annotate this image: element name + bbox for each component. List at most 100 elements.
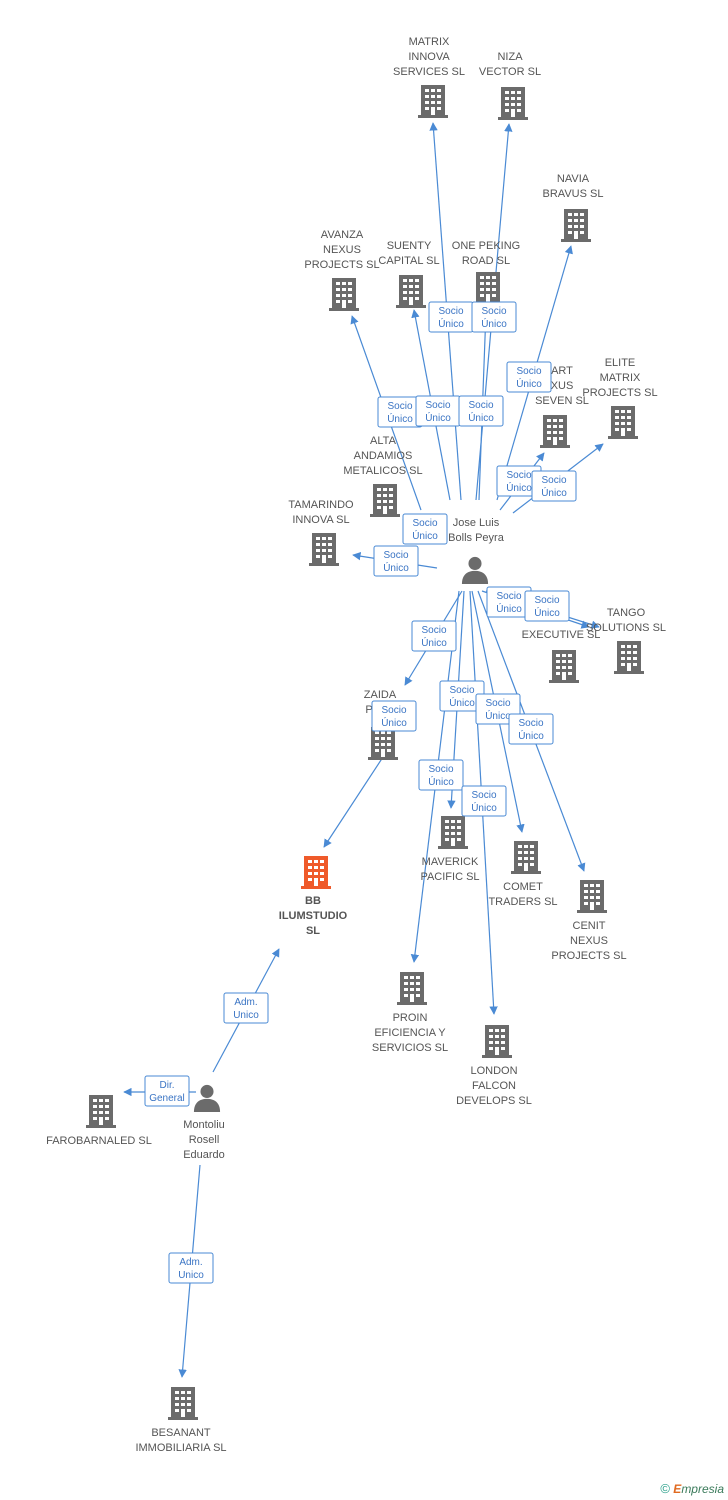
building-icon (370, 484, 400, 517)
node-label-line: SOLUTIONS SL (586, 622, 666, 634)
relation-label-line: Único (412, 529, 438, 542)
node-farobarnaled[interactable]: FAROBARNALED SL (46, 1095, 152, 1147)
relation-label-line: Socio (438, 306, 463, 317)
relation-label-line: Único (387, 412, 413, 425)
building-icon (549, 650, 579, 683)
building-icon (438, 816, 468, 849)
node-label-line: SEVEN SL (535, 395, 589, 407)
node-label-line: TRADERS SL (488, 896, 557, 908)
node-navia[interactable]: NAVIA BRAVUS SL (543, 173, 604, 242)
relation-label-line: Adm. (234, 997, 257, 1008)
node-label-line: Rosell (189, 1134, 220, 1146)
building-icon (396, 275, 426, 308)
relation-label-line: Único (541, 486, 567, 499)
node-label-line: PROJECTS SL (551, 950, 626, 962)
node-label-line: METALICOS SL (343, 465, 422, 477)
building-icon (86, 1095, 116, 1128)
node-label-line: BB (305, 895, 321, 907)
relation-label-line: General (149, 1093, 185, 1104)
node-label-line: ZAIDA (364, 689, 397, 701)
node-label-line: EXECUTIVE SL (522, 629, 601, 641)
relation-label-line: Socio (518, 718, 543, 729)
relation-label-montoliu-to-farobarnaled[interactable]: Dir. General (144, 1075, 190, 1107)
node-executive[interactable]: EXECUTIVE SL (522, 629, 601, 683)
node-label-line: MATRIX (409, 36, 450, 48)
relation-label-line: Socio (506, 470, 531, 481)
node-label-line: MAVERICK (422, 856, 479, 868)
node-label-line: BRAVUS SL (543, 188, 604, 200)
brand-name: mpresia (681, 1482, 724, 1496)
node-label-line: NIZA (497, 51, 523, 63)
relation-label-montoliu-to-besanant[interactable]: Adm.Unico (168, 1252, 214, 1284)
building-icon (511, 841, 541, 874)
relation-label-line: Único (506, 481, 532, 494)
node-label-line: PROJECTS SL (304, 259, 379, 271)
footer-brand[interactable]: © Empresia (660, 1481, 724, 1496)
node-label-line: FAROBARNALED SL (46, 1135, 152, 1147)
relation-label-montoliu-to-bb[interactable]: Adm.Unico (223, 992, 269, 1024)
node-label-line: DEVELOPS SL (456, 1095, 532, 1107)
relation-label-line: Dir. (160, 1080, 175, 1091)
relation-label-line: Único (383, 561, 409, 574)
node-label-line: CENIT (573, 920, 606, 932)
building-icon (577, 880, 607, 913)
relation-label-line: Único (471, 801, 497, 814)
node-maverick[interactable]: MAVERICK PACIFIC SL (420, 816, 480, 883)
relation-label-line: Socio (412, 518, 437, 529)
relation-label-line: Único (421, 636, 447, 649)
relation-label-line: Socio (485, 698, 510, 709)
node-label-line: NAVIA (557, 173, 590, 185)
node-label-line: ANDAMIOS (354, 450, 413, 462)
node-label-line: SERVICES SL (393, 66, 465, 78)
node-label-line: Montoliu (183, 1119, 225, 1131)
relation-label-line: Único (481, 317, 507, 330)
relation-label-line: Socio (541, 475, 566, 486)
person-icon (461, 556, 489, 584)
node-label-line: INNOVA SL (292, 514, 349, 526)
relation-label-line: Unico (178, 1270, 204, 1281)
edges-layer (123, 122, 604, 1378)
node-label-line: Jose Luis (453, 517, 500, 529)
node-label-line: BESANANT (151, 1427, 211, 1439)
building-icon (309, 533, 339, 566)
node-label-line: PACIFIC SL (420, 871, 479, 883)
